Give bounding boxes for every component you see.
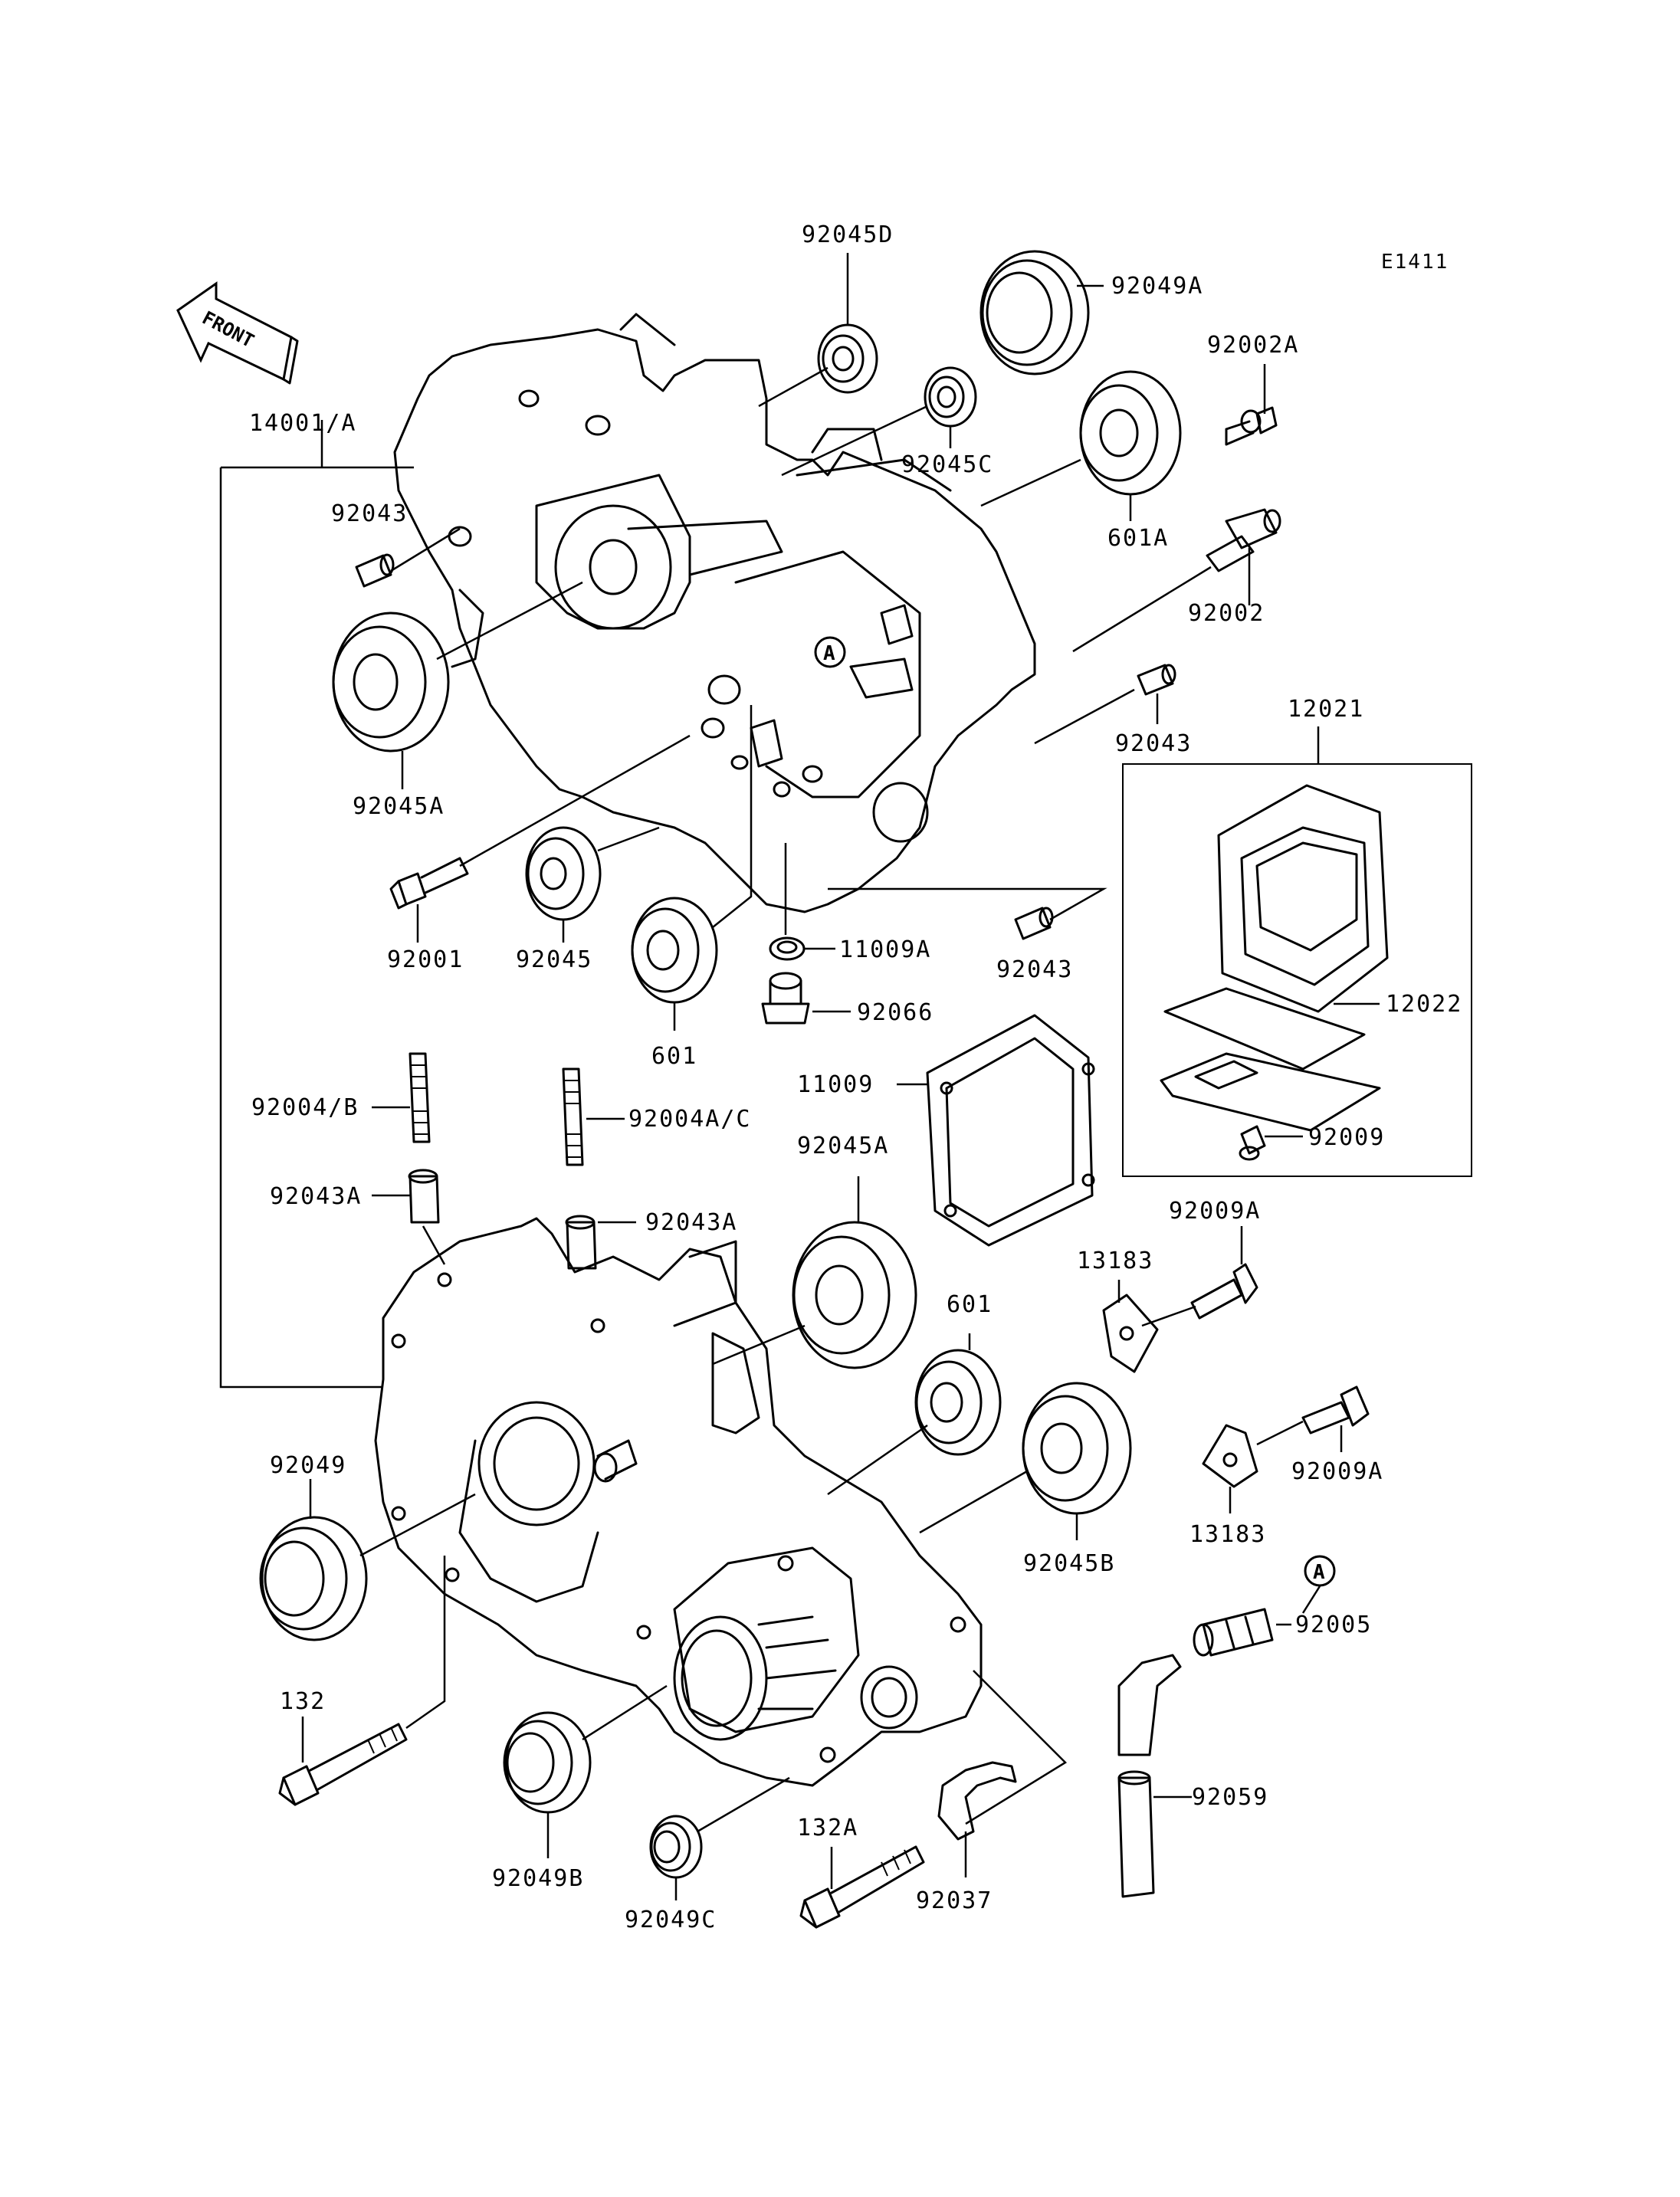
fitting-92002: [1072, 508, 1281, 653]
label-92043-left: 92043: [331, 500, 408, 527]
label-13183-lower: 13183: [1189, 1521, 1266, 1548]
dowel-92043a-left: [372, 1169, 446, 1265]
bearing-92045c: [781, 366, 977, 477]
svg-text:A: A: [823, 642, 835, 665]
fitting-92005: [1193, 1608, 1291, 1657]
plug-92066: [761, 972, 851, 1025]
bearing-92045b: [919, 1382, 1132, 1540]
label-92043a-left: 92043A: [270, 1183, 362, 1210]
label-14001a: 14001/A: [249, 410, 356, 437]
bearing-601-upper: [631, 705, 753, 1031]
svg-text:A: A: [1313, 1561, 1325, 1584]
seal-92049c: [649, 1776, 790, 1900]
screw-92009: [1239, 1125, 1303, 1161]
stud-92004ac: [562, 1067, 625, 1166]
upper-crankcase-half: [393, 313, 1036, 913]
lower-crankcase-half: [374, 1217, 983, 1787]
label-92059: 92059: [1192, 1784, 1268, 1811]
label-12022: 12022: [1386, 991, 1462, 1018]
label-92005: 92005: [1295, 1612, 1372, 1638]
bearing-92045d: [758, 253, 878, 408]
label-92045d: 92045D: [802, 221, 894, 248]
label-92066: 92066: [857, 999, 934, 1026]
label-92045a-lower: 92045A: [797, 1133, 889, 1159]
label-601-lower: 601: [947, 1291, 993, 1318]
label-132a: 132A: [797, 1815, 858, 1841]
screw-92009a-upper: [1141, 1226, 1258, 1327]
ref-marker-a-upper: A: [814, 636, 846, 668]
bolt-92001: [389, 734, 691, 943]
label-92001: 92001: [387, 946, 464, 973]
label-13183-upper: 13183: [1077, 1248, 1153, 1274]
label-92009a-lower: 92009A: [1291, 1458, 1383, 1485]
bearing-92045: [525, 826, 660, 943]
seal-92049b: [503, 1684, 668, 1858]
label-92043-middle: 92043: [996, 956, 1073, 983]
bolt-92002a: [1225, 364, 1278, 446]
bearing-92045a-lower: [712, 1176, 917, 1369]
bolt-132a: [799, 1845, 925, 1929]
label-11009a: 11009A: [839, 936, 931, 963]
ref-marker-a-lower: A: [1301, 1555, 1336, 1614]
dowel-92043-right: [1034, 664, 1176, 745]
bolt-132: [278, 1556, 446, 1806]
label-92045b: 92045B: [1023, 1550, 1115, 1577]
label-92043-right: 92043: [1115, 730, 1192, 757]
label-92045c: 92045C: [901, 451, 993, 478]
washer-11009a: [769, 843, 835, 961]
label-92043a-right: 92043A: [645, 1209, 737, 1236]
plate-13183-upper: [1102, 1280, 1159, 1373]
label-92002: 92002: [1188, 600, 1265, 627]
front-arrow-icon: FRONT: [176, 281, 299, 385]
label-92004ac: 92004A/C: [628, 1106, 752, 1133]
label-92045: 92045: [516, 946, 592, 973]
hose-92059: [1117, 1654, 1192, 1898]
label-132: 132: [280, 1688, 326, 1715]
screw-92009a-lower: [1256, 1385, 1370, 1452]
plate-13183-lower: [1202, 1424, 1258, 1513]
label-92009: 92009: [1308, 1124, 1385, 1151]
label-92049: 92049: [270, 1452, 346, 1479]
label-92045a-upper: 92045A: [353, 793, 445, 820]
gasket-11009: [897, 1014, 1095, 1247]
reed-block-12022: [1160, 784, 1389, 1132]
diagram-code: E1411: [1381, 251, 1449, 274]
dowel-92043-left: [355, 527, 461, 588]
seal-92049: [259, 1479, 476, 1641]
label-92004b: 92004/B: [251, 1094, 359, 1121]
label-92049b: 92049B: [492, 1865, 584, 1892]
label-92049a: 92049A: [1111, 273, 1203, 300]
dowel-92043a-right: [565, 1215, 636, 1270]
label-92002a: 92002A: [1207, 332, 1299, 359]
dowel-92043-middle: [828, 887, 1107, 940]
seal-92049a: [979, 250, 1104, 375]
label-11009: 11009: [797, 1071, 874, 1098]
clamp-92037: [937, 1670, 1068, 1877]
bearing-601-lower: [827, 1333, 1002, 1496]
label-92049c: 92049C: [625, 1907, 717, 1933]
label-12021: 12021: [1288, 696, 1364, 723]
bearing-601a: [980, 370, 1182, 521]
reed-valve-assembly-box: [1122, 726, 1472, 1177]
label-92037: 92037: [916, 1887, 993, 1914]
label-601-upper: 601: [651, 1043, 697, 1070]
label-601a: 601A: [1107, 525, 1169, 552]
label-92009a-upper: 92009A: [1169, 1198, 1261, 1225]
stud-92004b: [372, 1052, 431, 1143]
bearing-92045a-upper: [332, 581, 583, 789]
crankcase-bracket: [219, 420, 414, 1389]
